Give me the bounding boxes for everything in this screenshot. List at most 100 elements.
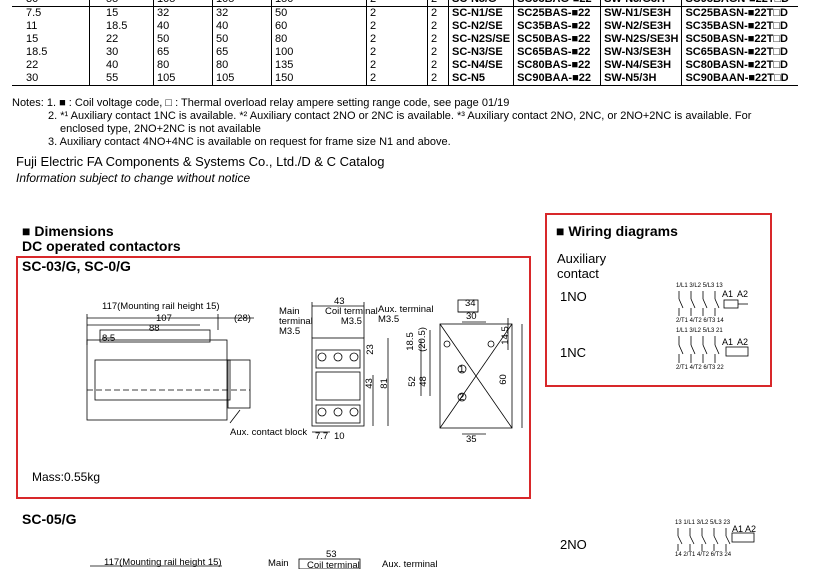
spec-table-cell: 2 [366,72,428,86]
spec-table-cell: 50 [212,33,272,46]
spec-table-cell: SC80BASN-■22T□D [681,59,799,72]
spec-table-cell: 150 [271,0,367,7]
spec-table-cell: SW-N1/SE3H [600,6,682,20]
dim-rail: 117(Mounting rail height 15) [102,301,220,312]
spec-table-cell: 30 [12,0,90,7]
aux-block-label: Aux. contact block [230,427,308,438]
spec-table-cell: 2 [427,20,449,33]
spec-table-cell: SC65BAS-■22 [513,46,601,59]
spec-table-cell: 2 [366,46,428,59]
note-3: 3. Auxiliary contact 4NO+4NC is availabl… [48,136,451,148]
spec-table-cell: SC-N2/SE [447,20,514,33]
aux-terminal-label: Aux. terminal M3.5 [378,304,434,325]
model-title: SC-03/G, SC-0/G [22,258,131,274]
spec-table: 305510510515022SC-N5/GSC93BAG-■22SW-N5/G… [12,0,799,86]
wire1-a1: A1 [722,289,734,299]
spec-table-cell: 50 [271,6,367,20]
spec-table-cell: 50 [153,33,213,46]
dim-34: 34 [465,298,476,309]
spec-table-cell: 55 [89,72,154,86]
dim-35: 35 [466,434,477,445]
wire2-a1: A1 [722,337,734,347]
spec-table-cell: 2 [427,46,449,59]
spec-table-cell: 105 [153,72,213,86]
spec-table-cell: SC-N2S/SE [447,33,514,46]
dim-43: 43 [334,296,345,307]
note-1: Notes: 1. ■ : Coil voltage code, □ : The… [12,97,510,109]
wire2-a2: A2 [737,337,749,347]
wire2-bottom: 2/T1 4/T2 6/T3 22 [676,365,724,371]
wiring-heading: ■ Wiring diagrams [556,223,678,239]
spec-table-cell: 105 [212,72,272,86]
spec-table-cell: SC90BAAN-■22T□D [681,72,799,86]
spec-table-cell: 2 [366,6,428,20]
dim-30: 30 [466,311,477,322]
side-body [86,339,228,421]
spec-table-cell: 40 [89,59,154,72]
spec-table-cell: 22 [89,33,154,46]
spec-table-cell: 150 [271,72,367,86]
dim-107: 107 [156,313,172,324]
spec-table-cell: SC80BAS-■22 [513,59,601,72]
spec-table-cell: 40 [212,20,272,33]
dim-10: 10 [334,431,345,442]
wiring-3 [677,528,755,551]
spec-table-cell: 135 [271,59,367,72]
circle-2-label: 2 [459,392,465,403]
spec-table-cell: 2 [366,0,428,7]
coil-terminal-label: Coil terminal M3.5 [325,306,378,327]
mass-label: Mass:0.55kg [32,470,101,484]
spec-table-cell: SC-N3/SE [447,46,514,59]
wiring-1 [678,291,748,316]
aux-block-shape [227,359,251,409]
spec-table-cell: 30 [89,46,154,59]
spec-table-cell: 60 [271,20,367,33]
wiring-1no-label: 1NO [560,289,587,304]
wiring-2 [678,336,749,363]
spec-table-cell: 7.5 [26,7,42,19]
spec-table-cell: 11 [26,20,38,32]
spec-table-cell: 2 [427,33,449,46]
spec-table-cell: 105 [212,0,272,7]
spec-table-cell: 15 [26,33,39,45]
dim2-main: Main [268,558,289,569]
catalog-disclaimer: Information subject to change without no… [16,171,251,185]
dim-28: (28) [234,313,251,324]
spec-table-cell: 80 [153,59,213,72]
dim2-rail: 117(Mounting rail height 15) [104,557,222,568]
dim-85: 8.5 [102,333,116,344]
front-body [311,337,365,427]
spec-table-cell: SW-N3/SE3H [600,46,682,59]
spec-table-cell: SC35BASN-■22T□D [681,20,799,33]
wire3-bottom: 14 2/T1 4/T2 6/T3 24 [675,552,732,558]
spec-table-cell: SC-N4/SE [447,59,514,72]
spec-table-cell: SC50BAS-■22 [513,33,601,46]
wire2-top: 1/L1 3/L2 5/L3 21 [676,328,723,334]
spec-table-cell: 18.5 [89,20,154,33]
spec-table-cell: 55 [89,0,154,7]
side-top [99,329,211,343]
dim-88: 88 [149,323,160,334]
spec-table-cell: SC-N5/G [447,0,514,7]
rear-body [439,323,513,429]
wire1-a2: A2 [737,289,749,299]
spec-table-cell: 2 [366,33,428,46]
spec-table-cell: 2 [366,59,428,72]
spec-table-cell: 100 [271,46,367,59]
note-2b: enclosed type, 2NO+2NC is not available [60,123,261,135]
dim-77: 7.7 [315,431,329,442]
spec-table-cell: 40 [153,20,213,33]
spec-table-cell: SW-N5/G3H [600,0,682,7]
main-terminal-label: Main terminal M3.5 [279,306,313,337]
wire3-a1: A1 [732,524,744,534]
spec-table-cell: SC35BAS-■22 [513,20,601,33]
spec-table-cell: SC93BAG-■22 [513,0,601,7]
spec-table-cell: 2 [427,6,449,20]
dimensions-frame [16,256,531,499]
